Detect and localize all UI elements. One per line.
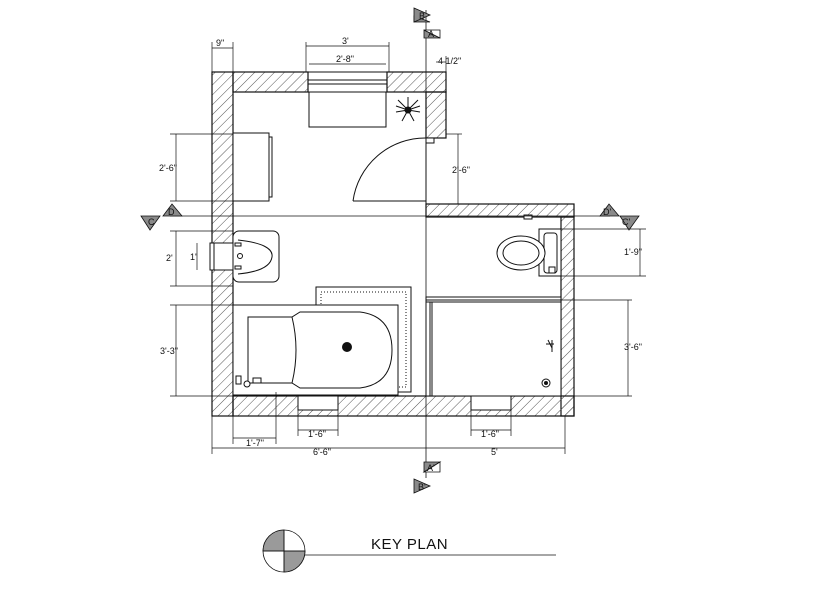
shower-partition [425, 296, 562, 301]
section-label-left-d: D [168, 207, 175, 217]
sink [232, 230, 280, 283]
door-swing [352, 137, 435, 204]
window-top [307, 71, 388, 128]
dim-sink-small: 1' [190, 252, 197, 262]
section-label-right-d: D' [603, 207, 611, 217]
north-symbol-icon [262, 529, 306, 573]
dim-left-wall-top: 9" [216, 38, 224, 48]
dim-vent-left: 1'-6" [308, 429, 326, 439]
dim-door-width: 2'-6" [452, 165, 470, 175]
dim-right-stub: 4 1/2" [438, 56, 461, 66]
page-title: KEY PLAN [371, 536, 448, 553]
bathtub [232, 304, 399, 396]
section-label-left-c: C [148, 217, 155, 227]
dim-vanity-depth: 2'-6" [159, 163, 177, 173]
dim-shower-length: 3'-6" [624, 342, 642, 352]
dim-vent-right: 1'-6" [481, 429, 499, 439]
dim-toilet-depth: 1'-9" [624, 247, 642, 257]
section-marker-left-c: C [140, 215, 161, 231]
dim-overall-left: 6'-6" [313, 447, 331, 457]
dim-tub-length: 3'-3" [160, 346, 178, 356]
dim-sink-width: 2' [166, 253, 173, 263]
section-marker-right-d: D' [599, 203, 620, 217]
section-label-bottom-b: B' [418, 482, 426, 492]
section-marker-top-a: A [423, 29, 441, 39]
section-lines [170, 10, 610, 478]
section-label-right-c: C' [622, 217, 630, 227]
sink-bracket [209, 242, 234, 271]
dimension-lines [170, 42, 646, 454]
section-marker-right-c: C' [619, 215, 640, 231]
section-label-top-a: A [428, 29, 434, 39]
bottom-vents [297, 395, 512, 411]
section-marker-top-b: B [413, 7, 431, 23]
dim-overall-right: 5' [491, 447, 498, 457]
section-marker-bottom-a: A' [422, 461, 442, 473]
section-label-top-b: B [419, 11, 425, 21]
vanity-cabinet [232, 132, 273, 202]
toilet [496, 214, 562, 277]
plant-icon [395, 97, 421, 122]
section-marker-left-d: D [162, 203, 183, 217]
section-marker-bottom-b: B' [413, 478, 431, 494]
dim-tub-offset: 1'-7" [246, 438, 264, 448]
section-label-bottom-a: A' [427, 463, 435, 473]
dim-window-inner: 2'-8" [336, 54, 354, 64]
dim-window-outer: 3' [342, 36, 349, 46]
shower-enclosure [425, 299, 562, 397]
